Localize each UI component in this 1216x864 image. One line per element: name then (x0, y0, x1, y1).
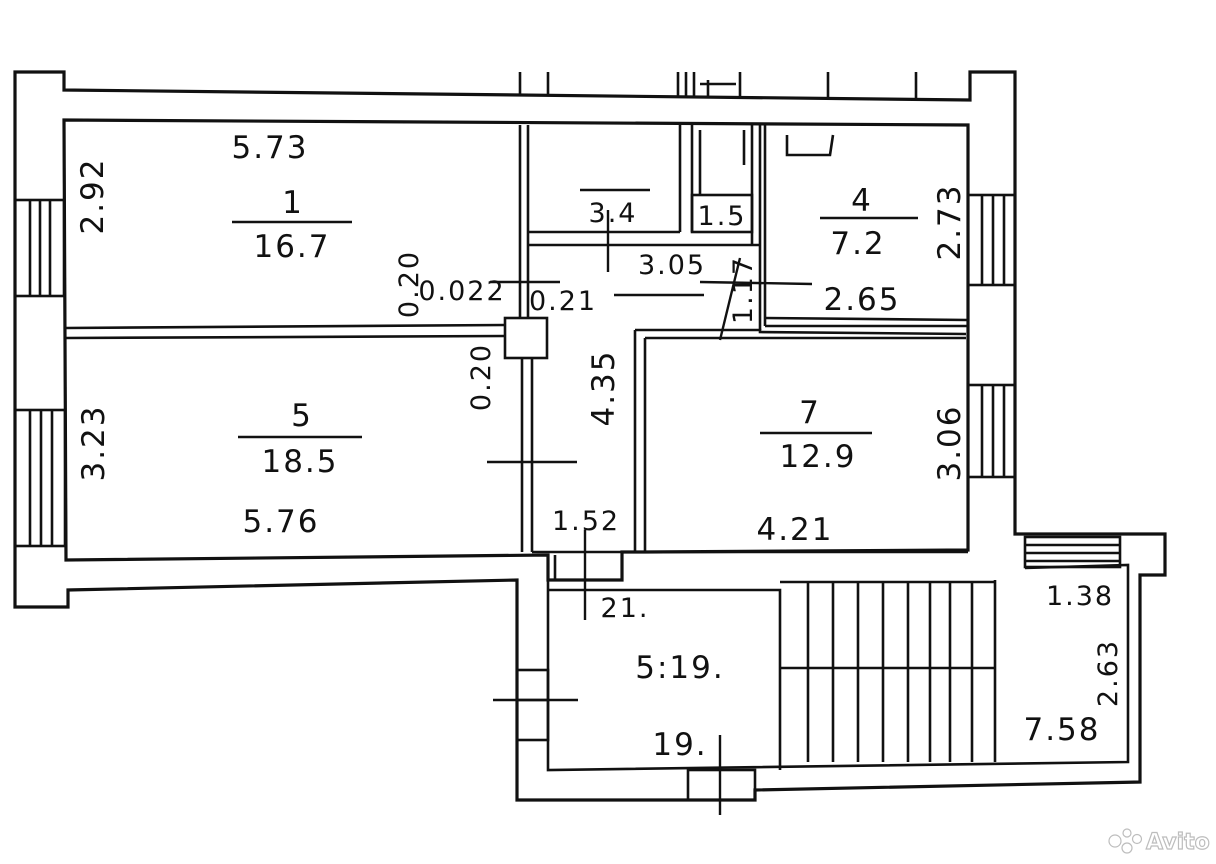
dim-5-73: 5.73 (231, 130, 308, 166)
staircase (806, 582, 974, 762)
dim-2-63: 2.63 (1093, 639, 1124, 707)
room-4-number: 4 (851, 183, 873, 219)
room-4-area: 7.2 (830, 226, 885, 262)
room-5-area: 18.5 (261, 444, 338, 480)
interior-walls (65, 125, 1130, 802)
room-5-number: 5 (291, 398, 313, 434)
room-1-area: 16.7 (253, 229, 330, 265)
room-1-label: 1 16.7 (253, 185, 330, 265)
room-4-label: 4 7.2 (830, 183, 885, 262)
window-east-upper (966, 193, 1017, 287)
room-7-number: 7 (799, 395, 821, 431)
dim-2-73: 2.73 (932, 183, 968, 260)
top-wall-ticks (518, 72, 918, 99)
window-west-upper (13, 198, 66, 298)
dim-5-19: 5:19. (635, 650, 724, 686)
avito-logo-icon (1108, 828, 1143, 854)
dim-3-06: 3.06 (932, 404, 968, 481)
dim-0-20-upper: 0.20 (394, 250, 425, 318)
dim-5-76: 5.76 (242, 504, 319, 540)
dim-1-38: 1.38 (1046, 581, 1114, 612)
room-7-area: 12.9 (779, 439, 856, 475)
watermark-text: Avito (1146, 830, 1210, 855)
dim-2-92: 2.92 (75, 157, 111, 234)
dim-0-21: 0.21 (529, 286, 597, 317)
dim-3-23: 3.23 (76, 404, 112, 481)
dim-0-20-lower: 0.20 (466, 343, 497, 411)
dimension-labels: 5.73 2.92 3.4 1.5 3.05 1.17 2.73 2.65 0.… (75, 130, 1124, 763)
dim-1-52: 1.52 (552, 506, 620, 537)
room-1-number: 1 (282, 185, 304, 221)
marker-lines (232, 188, 918, 815)
dim-4-21: 4.21 (756, 512, 833, 548)
window-east-lower (966, 383, 1017, 479)
dim-21: 21. (601, 593, 650, 624)
window-west-lower (13, 408, 67, 548)
watermark: Avito (1108, 828, 1210, 856)
dim-1-5: 1.5 (698, 201, 747, 232)
dim-19: 19. (652, 727, 707, 763)
dim-2-65: 2.65 (823, 282, 900, 318)
room-5-label: 5 18.5 (261, 398, 338, 480)
dim-3-4: 3.4 (589, 198, 638, 229)
room-7-label: 7 12.9 (779, 395, 856, 475)
dim-1-17: 1.17 (728, 256, 759, 324)
dim-7-58: 7.58 (1023, 712, 1100, 748)
window-stair-top (1023, 535, 1122, 569)
dim-0-022: 0.022 (418, 276, 505, 307)
dim-3-05: 3.05 (638, 250, 706, 281)
dim-4-35: 4.35 (586, 349, 622, 426)
